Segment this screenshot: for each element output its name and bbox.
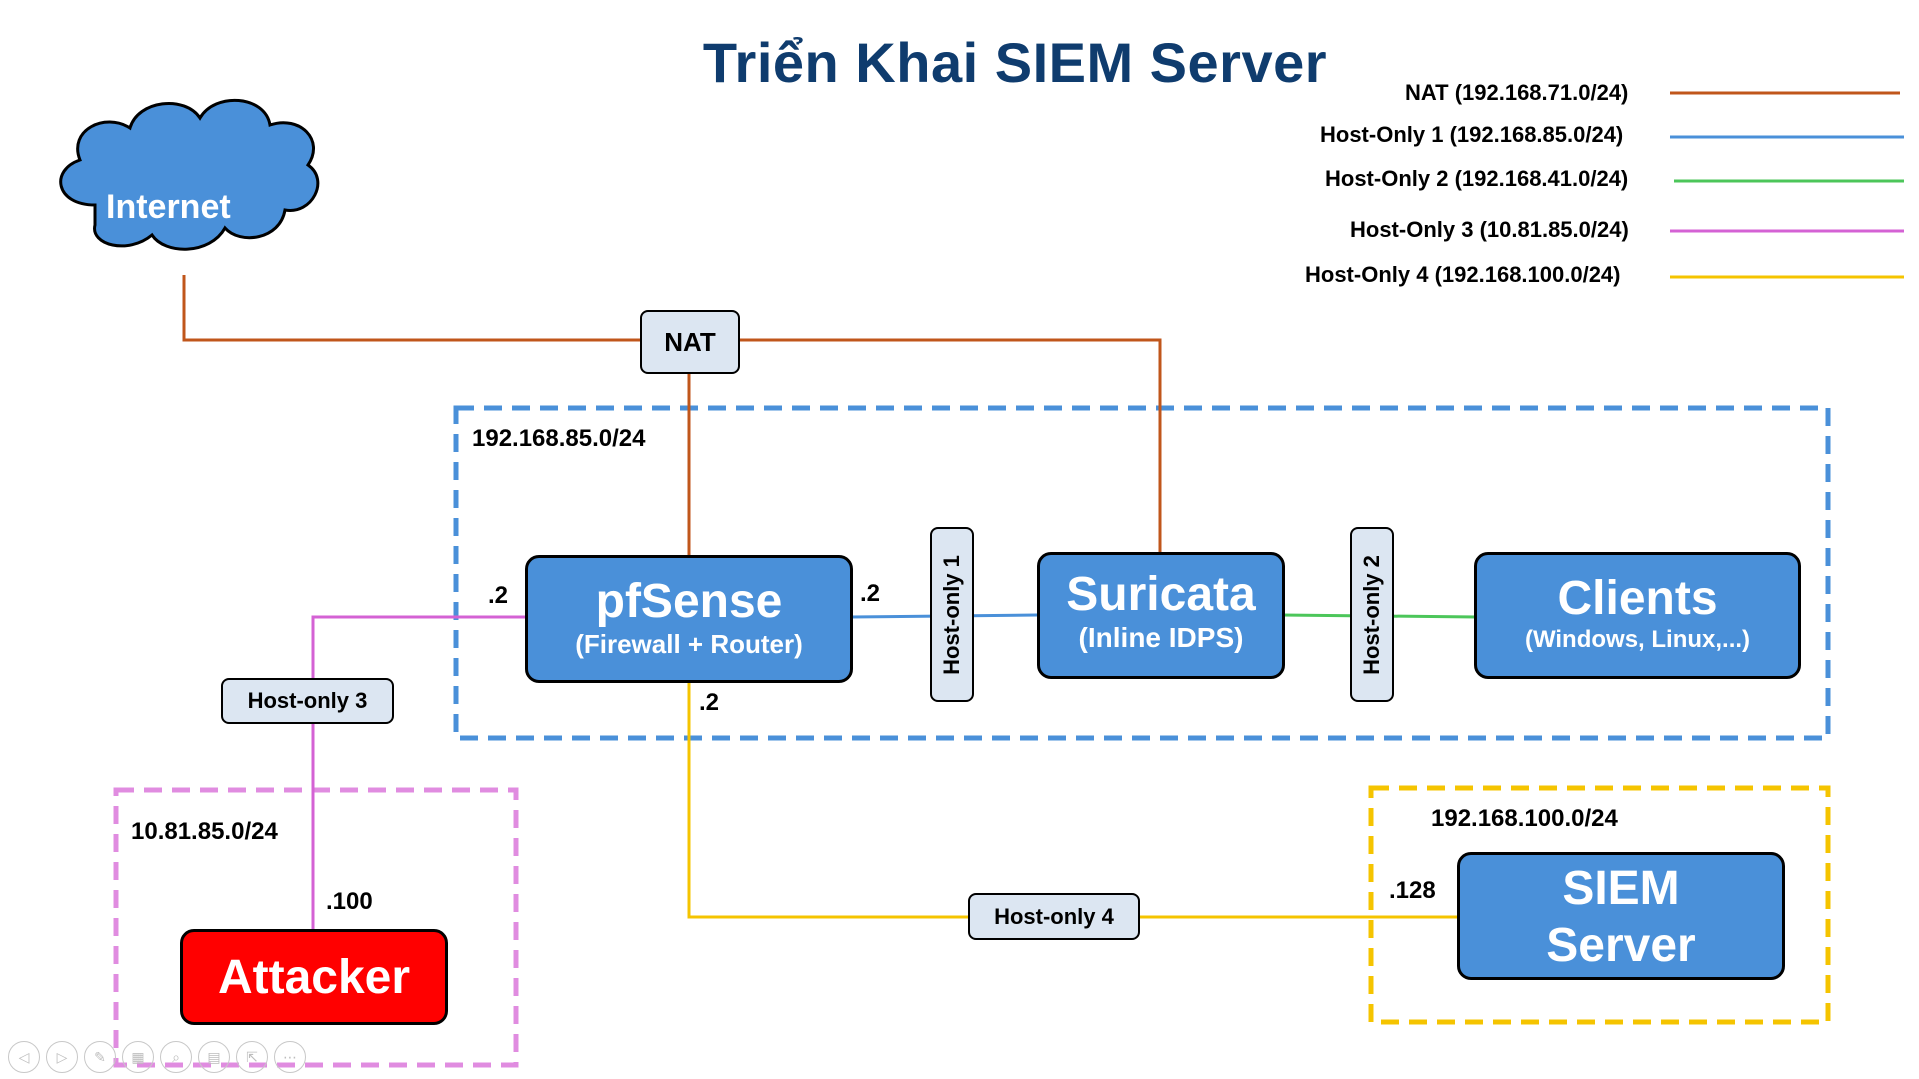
pfsense-sub: (Firewall + Router) [575,629,803,659]
pfsense-name: pfSense [595,575,783,628]
more-icon[interactable]: ⋯ [274,1041,306,1073]
slideshow-toolbar: ◁ ▷ ✎ ▦ ⌕ ▤ ⇱ ⋯ [8,1041,306,1073]
clients-name: Clients [1557,572,1718,625]
legend-label-host1: Host-Only 1 (192.168.85.0/24) [1320,122,1624,147]
zoom-icon[interactable]: ⌕ [160,1041,192,1073]
nat-line-internet [182,275,640,342]
siem-line1: SIEM [1562,862,1680,915]
forward-icon[interactable]: ▷ [46,1041,78,1073]
siem-zone [1368,785,1831,1025]
internet-label: Internet [106,188,231,226]
ip-pfsense-right: .2 [860,580,881,607]
subtitles-icon[interactable]: ▤ [198,1041,230,1073]
lan-zone [453,405,1831,741]
host-only-4-tag: Host-only 4 [968,893,1140,940]
internet-cloud [59,98,320,251]
suricata-name: Suricata [1066,568,1256,621]
host-only-1-label: Host-only 1 [939,554,964,675]
legend-label-host2: Host-Only 2 (192.168.41.0/24) [1325,166,1629,191]
legend-label-host4: Host-Only 4 (192.168.100.0/24) [1305,262,1621,287]
slides-icon[interactable]: ▦ [122,1041,154,1073]
siem-server-node: SIEM Server [1457,852,1785,980]
attacker-name: Attacker [217,951,411,1004]
nat-box: NAT [640,310,740,374]
page-title: Triển Khai SIEM Server [702,31,1328,94]
siem-line2: Server [1546,919,1696,972]
pfsense-node: pfSense (Firewall + Router) [525,555,853,683]
suricata-node: Suricata (Inline IDPS) [1037,552,1285,679]
clients-sub: (Windows, Linux,...) [1524,626,1751,653]
legend-label-host3: Host-Only 3 (10.81.85.0/24) [1350,217,1629,242]
lan-zone-label: 192.168.85.0/24 [472,425,646,452]
back-icon[interactable]: ◁ [8,1041,40,1073]
host-only-3-tag: Host-only 3 [221,678,394,724]
suricata-sub: (Inline IDPS) [1078,622,1244,653]
attacker-zone [113,787,519,1068]
ip-attacker: .100 [326,888,373,915]
clients-node: Clients (Windows, Linux,...) [1474,552,1801,679]
nat-line-suricata [738,338,1162,552]
pointer-icon[interactable]: ⇱ [236,1041,268,1073]
ip-pfsense-bottom: .2 [699,689,720,716]
ip-siem: .128 [1389,877,1436,904]
host3-line [311,615,525,929]
host-only-2-tag: Host-only 2 [1350,527,1394,702]
attacker-node: Attacker [180,929,448,1025]
siem-zone-label: 192.168.100.0/24 [1431,805,1618,832]
pen-icon[interactable]: ✎ [84,1041,116,1073]
host-only-1-tag: Host-only 1 [930,527,974,702]
host-only-2-label: Host-only 2 [1359,554,1384,675]
legend-label-nat: NAT (192.168.71.0/24) [1405,80,1629,105]
host4-line [687,680,1460,919]
attacker-zone-label: 10.81.85.0/24 [131,818,278,845]
legend-swatches [1670,91,1904,279]
ip-pfsense-left: .2 [488,582,509,609]
